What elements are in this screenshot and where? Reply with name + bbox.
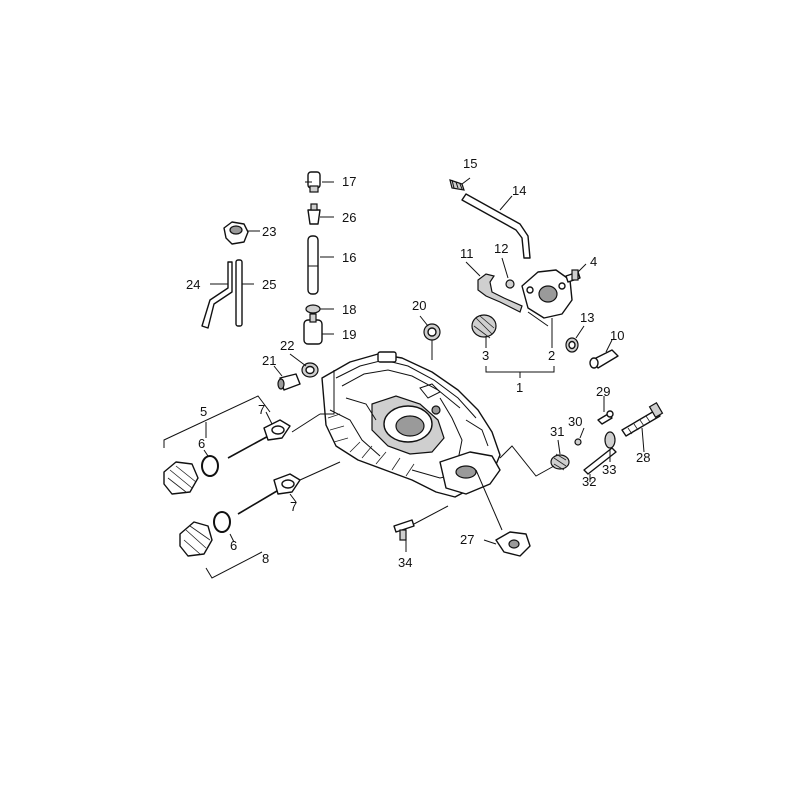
- o-ring-6-top: [201, 455, 219, 477]
- callout-6-top: 6: [198, 436, 205, 451]
- callout-12: 12: [494, 241, 508, 256]
- callout-10: 10: [610, 328, 624, 343]
- leader-lines: [163, 177, 645, 579]
- fuel-filter-19: [303, 313, 323, 345]
- callout-21: 21: [262, 353, 276, 368]
- bushing-20: [423, 323, 441, 341]
- callout-1: 1: [516, 380, 523, 395]
- callout-28: 28: [636, 450, 650, 465]
- callout-25: 25: [262, 277, 276, 292]
- stud-bolt-34: [393, 519, 415, 541]
- callout-27: 27: [460, 532, 474, 547]
- fuel-cap-5: [163, 461, 199, 495]
- fuel-line-16: [307, 235, 319, 295]
- dipstick-7-top: [227, 419, 291, 459]
- callout-8: 8: [262, 551, 269, 566]
- callout-17: 17: [342, 174, 356, 189]
- spring-31: [550, 453, 570, 471]
- callout-30: 30: [568, 414, 582, 429]
- callout-15: 15: [463, 156, 477, 171]
- callout-5: 5: [200, 404, 207, 419]
- fitting-15: [449, 179, 465, 191]
- washer-30: [574, 438, 582, 446]
- oil-cap-8: [179, 521, 213, 557]
- dipstick-7-bottom: [237, 473, 301, 515]
- grommet-18: [305, 304, 321, 314]
- callout-31: 31: [550, 424, 564, 439]
- callout-14: 14: [512, 183, 526, 198]
- fitting-21: [277, 373, 301, 391]
- grommet-22: [301, 362, 319, 378]
- chain-catcher-27: [495, 531, 531, 557]
- tensioner-screw-28: [621, 401, 664, 437]
- callout-4: 4: [590, 254, 597, 269]
- primer-bulb-23: [223, 221, 249, 245]
- callout-24: 24: [186, 277, 200, 292]
- callout-3: 3: [482, 348, 489, 363]
- callout-2: 2: [548, 348, 555, 363]
- callout-11: 11: [460, 246, 474, 261]
- callout-16: 16: [342, 250, 356, 265]
- callout-18: 18: [342, 302, 356, 317]
- callout-26: 26: [342, 210, 356, 225]
- fuel-hose-25: [235, 259, 243, 327]
- o-ring-6-bottom: [213, 511, 231, 533]
- pump-seal: [565, 337, 579, 353]
- vent-hose-24: [201, 261, 233, 329]
- oil-pump-gear: [471, 314, 497, 339]
- fuel-fitting-17: [307, 171, 321, 193]
- tensioner-plate-33: [604, 431, 616, 449]
- callout-6-bottom: 6: [230, 538, 237, 553]
- callout-32: 32: [582, 474, 596, 489]
- oil-hose-11: [477, 273, 523, 313]
- callout-23: 23: [262, 224, 276, 239]
- oil-line-14: [461, 193, 531, 259]
- screw-29: [597, 410, 614, 425]
- grommet-12: [505, 279, 515, 289]
- oil-pump-bolt: [565, 269, 581, 283]
- callout-13: 13: [580, 310, 594, 325]
- callout-33: 33: [602, 462, 616, 477]
- callout-20: 20: [412, 298, 426, 313]
- tensioner-pin-32: [583, 447, 617, 475]
- callout-19: 19: [342, 327, 356, 342]
- oil-pump-housing: [521, 269, 573, 319]
- callout-34: 34: [398, 555, 412, 570]
- callout-22: 22: [280, 338, 294, 353]
- callout-7-bottom: 7: [290, 499, 297, 514]
- oil-pump-plunger: [589, 349, 619, 369]
- callout-labels: 15 14 17 26 23 11 12 16 4 24 25 20 18 13…: [186, 156, 650, 570]
- callout-29: 29: [596, 384, 610, 399]
- fuel-fitting-26: [307, 203, 321, 225]
- callout-7-top: 7: [258, 402, 265, 417]
- crankcase-housing: [321, 351, 501, 498]
